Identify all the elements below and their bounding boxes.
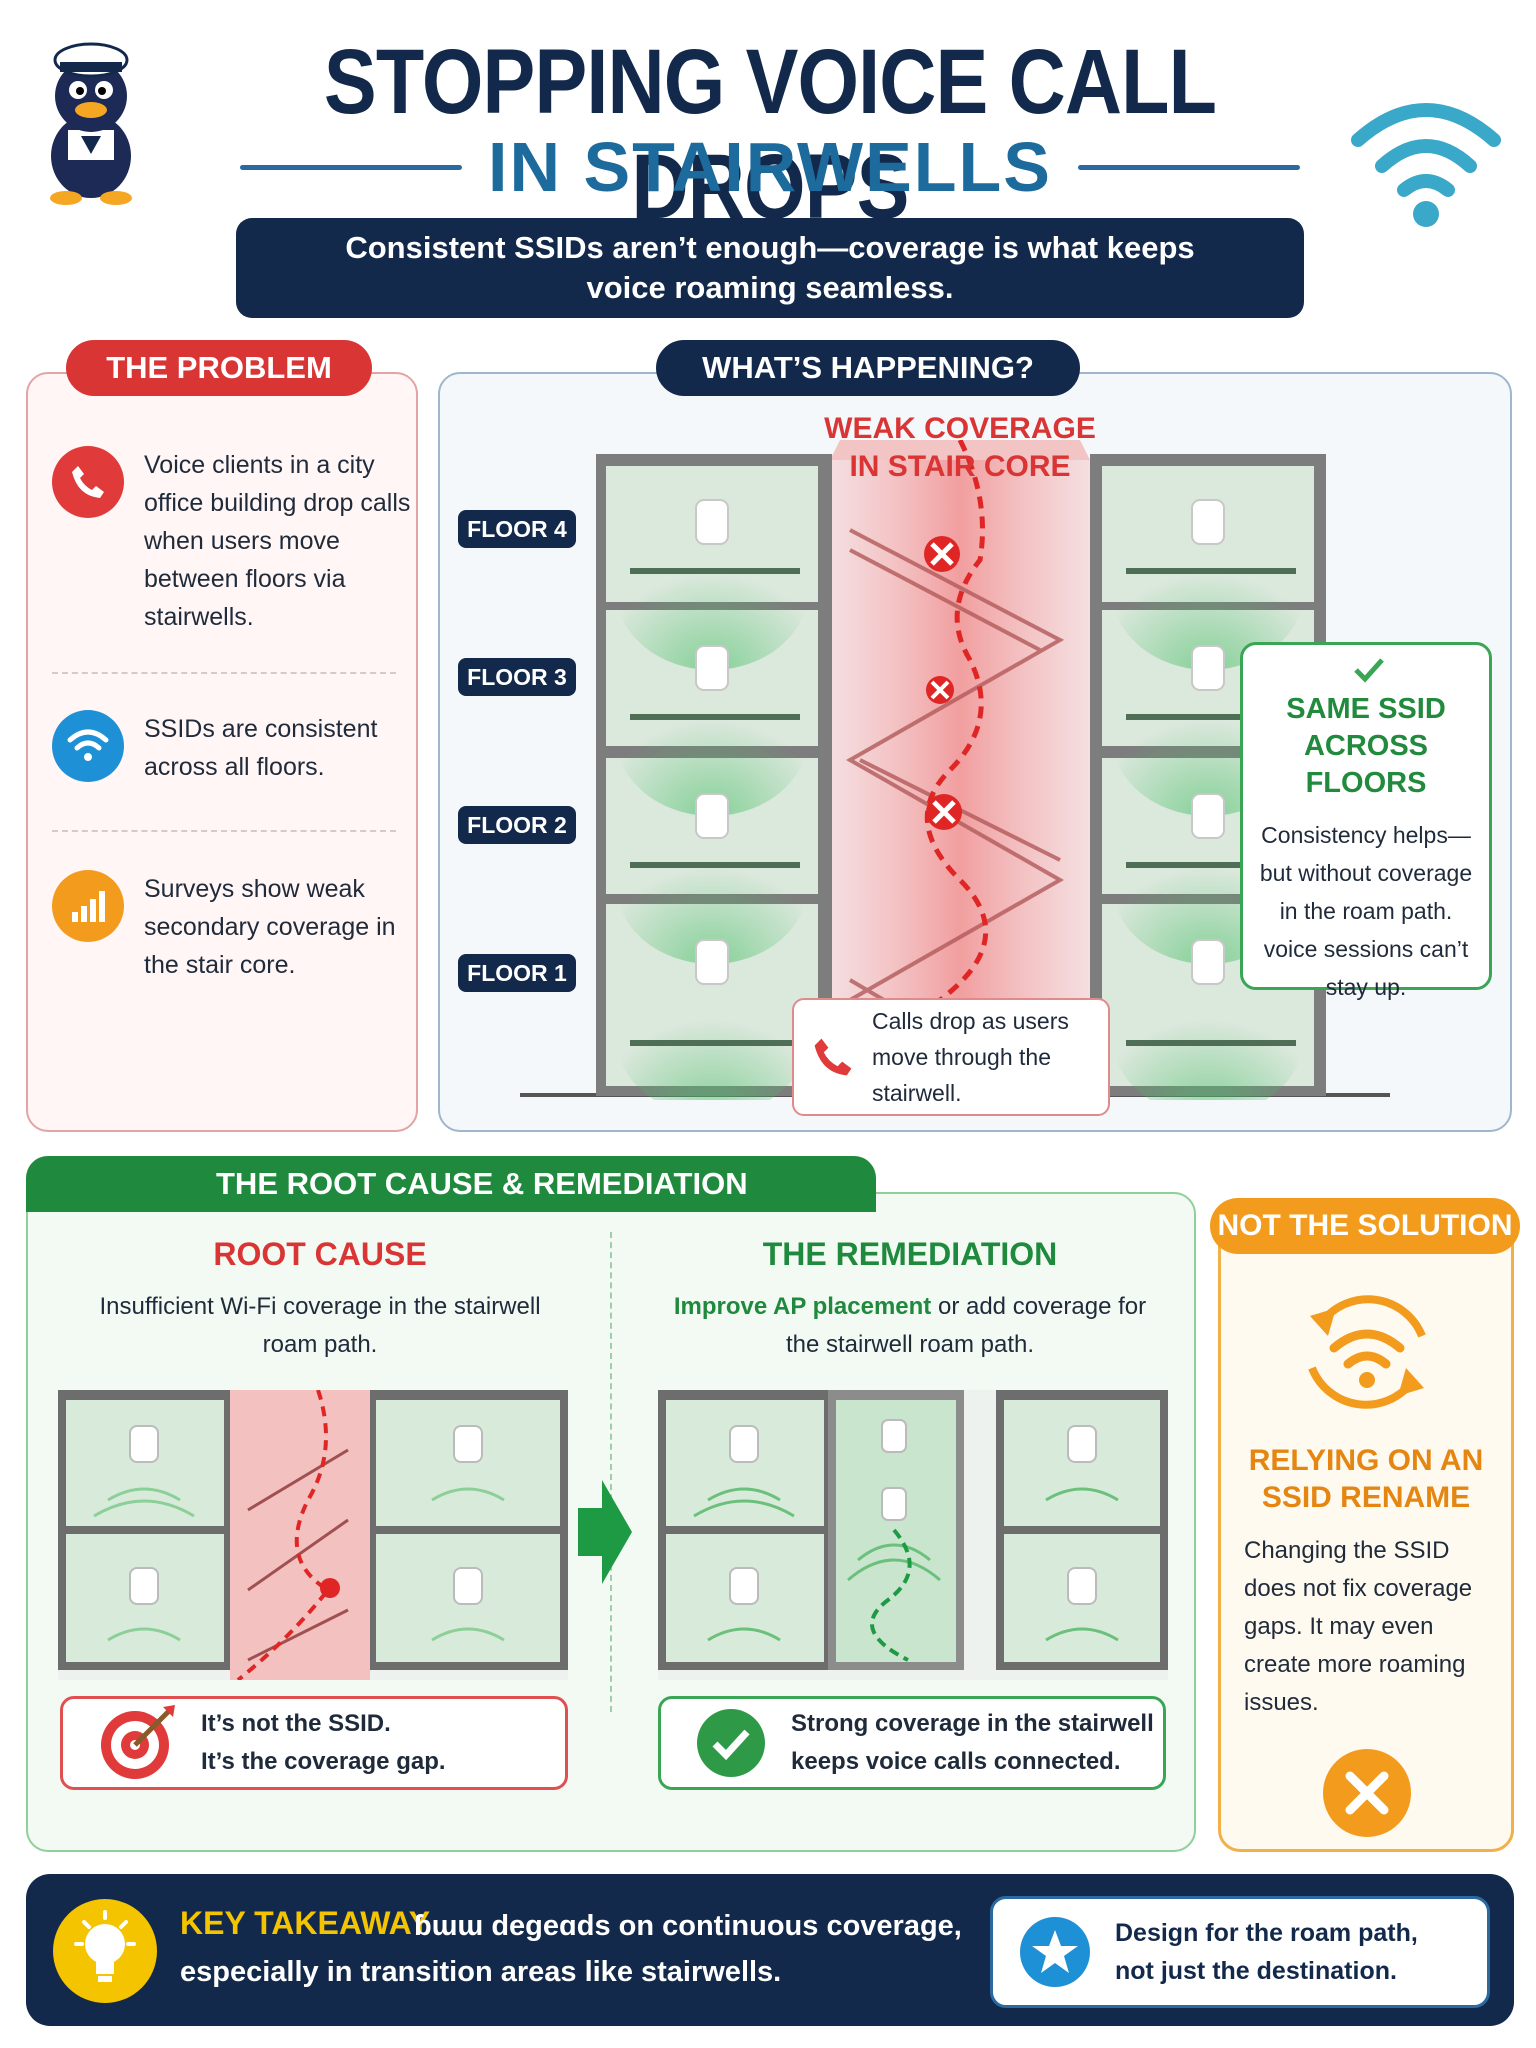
remediation-result: Strong coverage in the stairwell keeps v… xyxy=(658,1696,1166,1790)
lightbulb-icon xyxy=(53,1899,157,2003)
root-cause-result-line1: It’s not the SSID. xyxy=(201,1710,391,1737)
page-subtitle-row: IN STAIRWELLS xyxy=(240,122,1300,212)
floor-label: FLOOR 4 xyxy=(458,510,576,548)
remediation-highlight: Improve AP placement xyxy=(673,1293,932,1320)
whats-happening-tab: WHAT’S HAPPENING? xyxy=(656,340,1080,396)
phone-icon xyxy=(52,446,124,518)
weak-coverage-line2: IN STAIR CORE xyxy=(849,450,1071,483)
root-cause-result-text: It’s not the SSID. It’s the coverage gap… xyxy=(201,1705,446,1781)
remediation-title: THE REMEDIATION xyxy=(762,1236,1058,1272)
checkmark-circle-icon xyxy=(697,1709,765,1777)
floor-label: FLOOR 3 xyxy=(458,658,576,696)
phone-icon xyxy=(814,1038,852,1076)
key-takeaway-line2: especially in transition areas like stai… xyxy=(180,1956,782,1988)
column-divider xyxy=(610,1232,612,1712)
wifi-icon xyxy=(52,710,124,782)
problem-text: Voice clients in a city office building … xyxy=(144,451,411,631)
not-solution-body: Changing the SSID does not fix coverage … xyxy=(1244,1537,1473,1716)
same-ssid-title-line1: SAME SSID xyxy=(1286,693,1446,725)
problem-item: Voice clients in a city office building … xyxy=(52,446,412,636)
checkmark-icon xyxy=(1354,658,1384,683)
drop-x-icon xyxy=(926,676,954,704)
root-cause-body: Insufficient Wi-Fi coverage in the stair… xyxy=(99,1293,541,1358)
same-ssid-title: SAME SSID ACROSS FLOORS xyxy=(1243,691,1489,802)
remediation-result-line1: Strong coverage in the stairwell xyxy=(791,1710,1154,1737)
x-circle-icon xyxy=(1323,1749,1411,1837)
not-solution-tab: NOT THE SOLUTION xyxy=(1210,1198,1520,1254)
remediation-body-rest: or add coverage for the stairwell roam p… xyxy=(785,1293,1147,1358)
not-solution-title-line2: SSID RENAME xyxy=(1261,1481,1471,1514)
divider xyxy=(52,830,396,832)
tagline-banner: Consistent SSIDs aren’t enough—coverage … xyxy=(236,218,1304,318)
calls-drop-callout: Calls drop as users move through the sta… xyxy=(792,998,1110,1116)
star-icon xyxy=(1020,1917,1090,1987)
problem-item: Surveys show weak secondary coverage in … xyxy=(52,870,412,984)
key-takeaway-line1: ɓɯɯ deɡeɑds on continuous coverage, xyxy=(414,1910,962,1942)
remediation-result-line2: keeps voice calls connected. xyxy=(791,1748,1121,1775)
same-ssid-title-line2: ACROSS FLOORS xyxy=(1303,730,1429,799)
root-cause-tab: THE ROOT CAUSE & REMEDIATION xyxy=(26,1156,876,1212)
title-rule-right xyxy=(1077,164,1300,170)
same-ssid-body: Consistency helps—but without coverage i… xyxy=(1259,822,1473,1000)
duck-mascot-icon xyxy=(50,42,132,205)
root-cause-title: ROOT CAUSE xyxy=(213,1236,427,1272)
floor-label: FLOOR 2 xyxy=(458,806,576,844)
design-callout-text: Design for the roam path, not just the d… xyxy=(1115,1914,1418,1990)
design-callout: Design for the roam path, not just the d… xyxy=(990,1896,1490,2008)
problem-tab: THE PROBLEM xyxy=(66,340,372,396)
same-ssid-callout: SAME SSID ACROSS FLOORS Consistency help… xyxy=(1240,642,1492,1000)
building-illustration xyxy=(520,440,1390,1100)
drop-x-icon xyxy=(924,536,960,572)
problem-item: SSIDs are consistent across all floors. xyxy=(52,710,412,786)
design-callout-line2: not just the destination. xyxy=(1115,1957,1397,1985)
arrow-right-icon xyxy=(578,1480,632,1584)
title-rule-left xyxy=(240,164,463,170)
wifi-refresh-icon xyxy=(1308,1295,1426,1409)
page-subtitle: IN STAIRWELLS xyxy=(488,128,1052,206)
not-solution-panel xyxy=(1218,1220,1514,1852)
design-callout-line1: Design for the roam path, xyxy=(1115,1919,1418,1947)
not-solution-title-line1: RELYING ON AN xyxy=(1248,1444,1484,1477)
divider xyxy=(52,672,396,674)
problem-text: Surveys show weak secondary coverage in … xyxy=(144,875,396,979)
tagline-line1: Consistent SSIDs aren’t enough—coverage … xyxy=(345,230,1195,265)
weak-coverage-label: WEAK COVERAGE IN STAIR CORE xyxy=(820,410,1100,486)
calls-drop-text: Calls drop as users move through the sta… xyxy=(872,1008,1069,1106)
remediation-illustration xyxy=(658,1390,1168,1680)
tagline-line2: voice roaming seamless. xyxy=(586,270,954,305)
root-cause-result-line2: It’s the coverage gap. xyxy=(201,1748,446,1775)
problem-text: SSIDs are consistent across all floors. xyxy=(144,715,378,781)
signal-bars-icon xyxy=(52,870,124,942)
root-cause-result: It’s not the SSID. It’s the coverage gap… xyxy=(60,1696,568,1790)
remediation-body: Improve AP placement or add coverage for… xyxy=(660,1288,1160,1364)
remediation-result-text: Strong coverage in the stairwell keeps v… xyxy=(791,1705,1154,1781)
problem-panel: Voice clients in a city office building … xyxy=(26,372,418,1132)
root-cause-illustration xyxy=(58,1390,568,1680)
target-icon xyxy=(101,1705,175,1779)
key-takeaway-title: KEY TAKEAWAY xyxy=(180,1905,431,1941)
not-solution-title: RELYING ON AN SSID RENAME xyxy=(1228,1442,1504,1516)
floor-label: FLOOR 1 xyxy=(458,954,576,992)
drop-x-icon xyxy=(926,794,962,830)
wifi-icon xyxy=(1351,103,1501,227)
weak-coverage-line1: WEAK COVERAGE xyxy=(824,412,1096,445)
